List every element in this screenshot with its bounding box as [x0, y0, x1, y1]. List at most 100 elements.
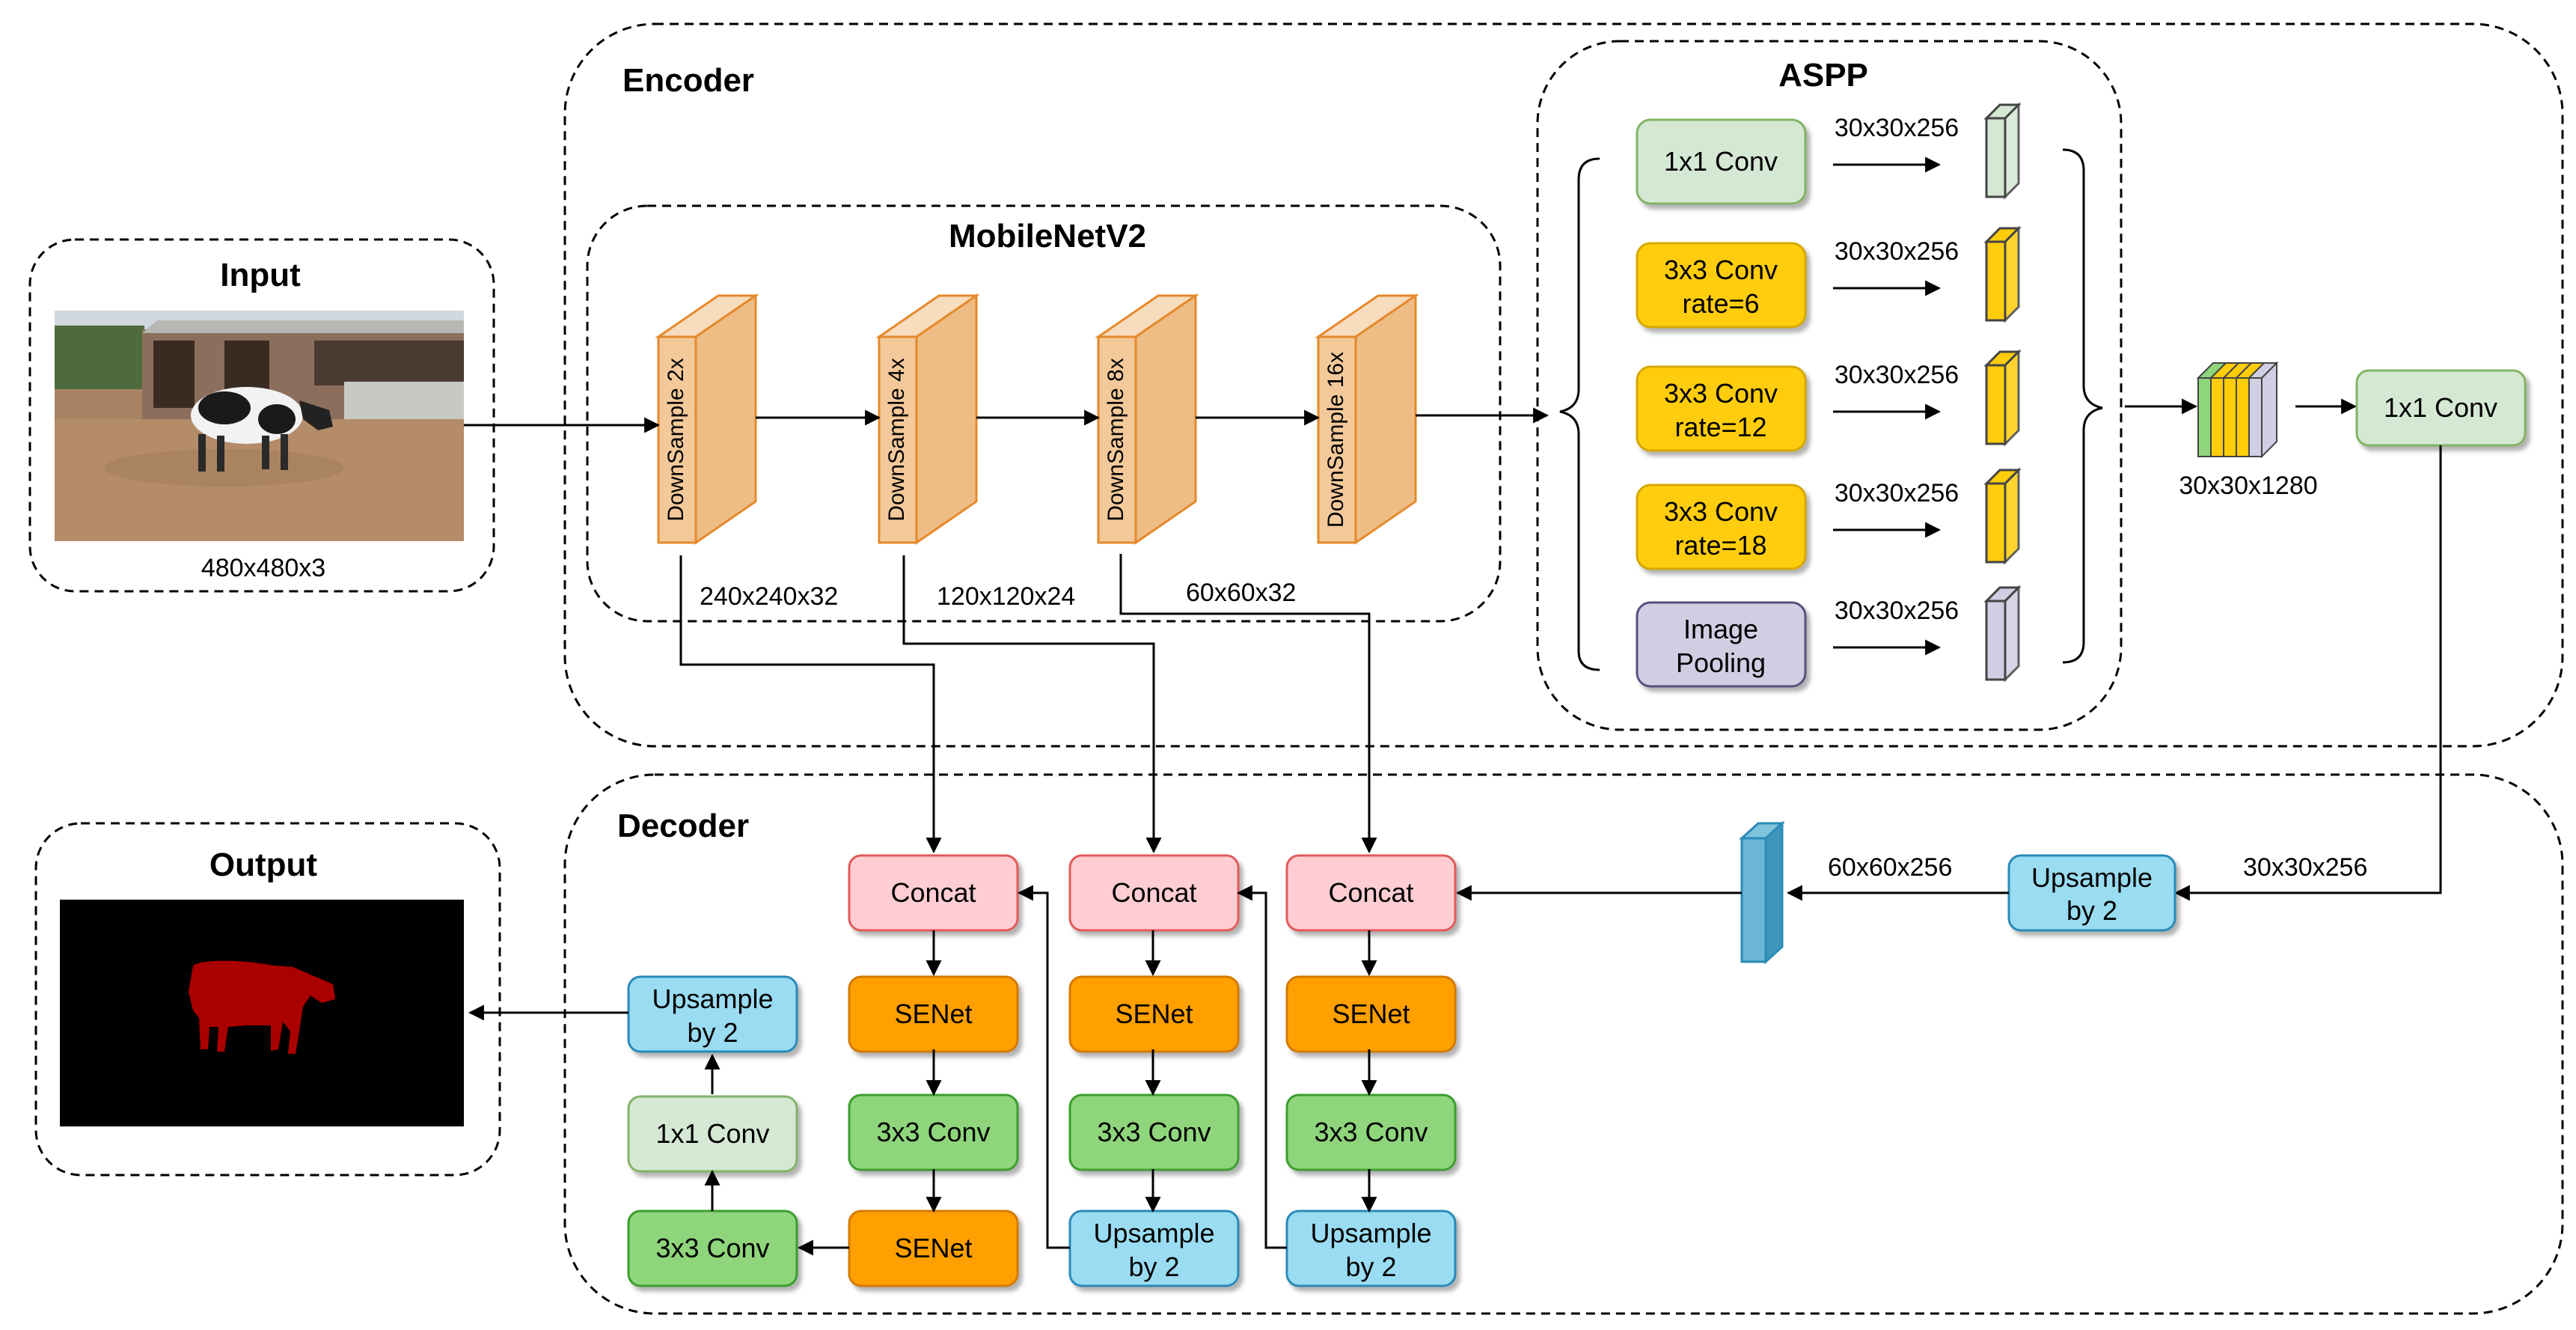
- decoder-dim-after-conv: 30x30x256: [2243, 853, 2367, 882]
- aspp-title: ASPP: [1778, 57, 1868, 94]
- aspp-branch-label-2-a: 3x3 Conv: [1664, 254, 1778, 285]
- concat-dim-label: 30x30x1280: [2179, 472, 2317, 500]
- concat-3: Concat: [1285, 854, 1457, 932]
- skip-dim-2: 120x120x24: [937, 582, 1075, 611]
- skip-line-2: [902, 555, 1162, 854]
- decoder-arrows: [468, 885, 1377, 1256]
- aspp-branch-dim-2: 30x30x256: [1835, 237, 1959, 266]
- arrow-encoder-to-decoder: [2173, 445, 2442, 901]
- aspp-branch-label-4-b: rate=18: [1674, 530, 1766, 561]
- concat-2-label: Concat: [1111, 877, 1196, 908]
- upsample-final-label-a: Upsample: [652, 983, 773, 1014]
- upsample-2-label-a: Upsample: [1093, 1218, 1214, 1248]
- senet-2-label: SENet: [1115, 998, 1193, 1029]
- aspp-branch-label-3-a: 3x3 Conv: [1664, 378, 1778, 409]
- downsample-label-2: DownSample 4x: [884, 358, 909, 521]
- conv3-3: 3x3 Conv: [1285, 1093, 1457, 1171]
- concat-feature-stack: [2196, 361, 2279, 459]
- encoder-title: Encoder: [622, 62, 754, 99]
- decoder-upsample-top-line1: Upsample: [2031, 862, 2153, 893]
- downsample-label-3: DownSample 8x: [1104, 358, 1128, 521]
- aspp-right-brace: [2062, 148, 2103, 664]
- senet-3: SENet: [1285, 975, 1457, 1053]
- aspp-feature-map-1: [1983, 102, 2022, 200]
- aspp-branch-label-4-a: 3x3 Conv: [1664, 496, 1778, 527]
- decoder-feature-map: [1739, 820, 1785, 965]
- skip-line-3: [1119, 554, 1377, 854]
- conv3-1: 3x3 Conv: [848, 1093, 1019, 1171]
- skip-dim-1: 240x240x32: [700, 582, 838, 611]
- senet-2: SENet: [1068, 975, 1240, 1053]
- downsample-label-4: DownSample 16x: [1324, 352, 1348, 528]
- aspp-branch-label-1: 1x1 Conv: [1664, 146, 1778, 177]
- downsample-block-4: DownSample 16x: [1315, 293, 1419, 545]
- aspp-feature-map-3: [1983, 349, 2022, 447]
- concat-3-label: Concat: [1328, 877, 1413, 908]
- output-panel: [34, 822, 501, 1177]
- aspp-feature-map-4: [1983, 467, 2022, 565]
- output-title: Output: [209, 846, 318, 883]
- upsample-3-label-a: Upsample: [1310, 1218, 1431, 1248]
- senet-1-label: SENet: [894, 998, 972, 1029]
- aspp-left-brace: [1559, 157, 1600, 671]
- encoder-1x1-conv-label: 1x1 Conv: [2384, 392, 2497, 423]
- mobilenet-panel: [586, 204, 1502, 623]
- cow-mask: [189, 960, 335, 1054]
- conv1-final: 1x1 Conv: [627, 1095, 798, 1173]
- skip-line-1: [679, 555, 942, 854]
- decoder-dim-after-upsample: 60x60x256: [1828, 853, 1952, 882]
- downsample-block-2: DownSample 4x: [875, 293, 980, 545]
- aspp-feature-map-2: [1983, 225, 2022, 323]
- decoder-title: Decoder: [617, 808, 749, 844]
- concat-2: Concat: [1068, 854, 1240, 932]
- aspp-branch-1: 1x1 Conv 30x30x256: [1636, 102, 2022, 205]
- aspp-feature-map-5: [1983, 585, 2022, 683]
- conv3-final: 3x3 Conv: [627, 1209, 798, 1287]
- upsample-2-label-b: by 2: [1128, 1251, 1179, 1282]
- conv3-1-label: 3x3 Conv: [876, 1117, 990, 1147]
- aspp-branch-dim-1: 30x30x256: [1835, 114, 1959, 142]
- conv1-final-label: 1x1 Conv: [655, 1118, 769, 1149]
- input-image: [55, 311, 464, 541]
- aspp-branch-label-2-b: rate=6: [1682, 288, 1759, 319]
- aspp-branch-label-3-b: rate=12: [1674, 412, 1766, 442]
- skip-dim-3: 60x60x32: [1186, 579, 1296, 607]
- senet-4: SENet: [848, 1209, 1019, 1287]
- input-size-label: 480x480x3: [201, 554, 325, 582]
- conv3-2: 3x3 Conv: [1068, 1093, 1240, 1171]
- mobilenet-title: MobileNetV2: [949, 218, 1146, 254]
- senet-1: SENet: [848, 975, 1019, 1053]
- aspp-panel: [1536, 40, 2123, 731]
- concat-1: Concat: [848, 854, 1019, 932]
- decoder-upsample-top-line2: by 2: [2066, 895, 2117, 926]
- concat-1-label: Concat: [890, 877, 976, 908]
- conv3-2-label: 3x3 Conv: [1097, 1117, 1211, 1147]
- aspp-branch-label-5-b: Pooling: [1676, 647, 1766, 678]
- senet-4-label: SENet: [894, 1233, 972, 1263]
- aspp-branch-label-5-a: Image: [1683, 614, 1758, 644]
- decoder-panel: [563, 773, 2564, 1315]
- conv3-final-label: 3x3 Conv: [655, 1233, 769, 1263]
- aspp-branch-dim-4: 30x30x256: [1835, 479, 1959, 507]
- senet-3-label: SENet: [1332, 998, 1410, 1029]
- downsample-block-1: DownSample 2x: [655, 293, 759, 545]
- aspp-branch-dim-3: 30x30x256: [1835, 361, 1959, 389]
- downsample-block-3: DownSample 8x: [1095, 293, 1199, 545]
- downsample-label-1: DownSample 2x: [664, 358, 688, 521]
- aspp-branch-dim-5: 30x30x256: [1835, 597, 1959, 625]
- input-title: Input: [220, 257, 301, 293]
- conv3-3-label: 3x3 Conv: [1314, 1117, 1428, 1147]
- input-panel: [28, 238, 495, 593]
- upsample-final-label-b: by 2: [687, 1017, 738, 1048]
- encoder-panel: [563, 22, 2564, 748]
- output-mask-image: [60, 900, 464, 1126]
- upsample-3-label-b: by 2: [1345, 1251, 1396, 1282]
